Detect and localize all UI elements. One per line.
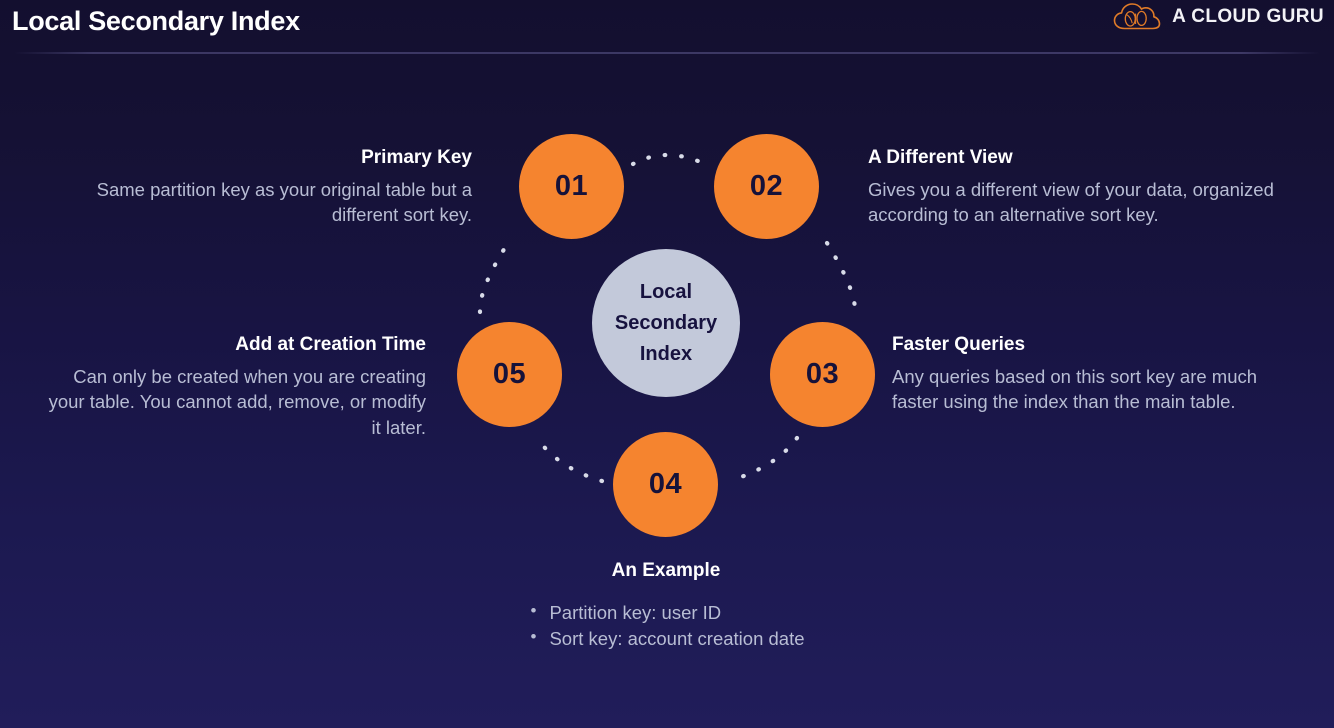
block-body-add-at-creation-time: Can only be created when you are creatin… [48,365,426,438]
text-block-01: Primary Key Same partition key as your o… [40,147,472,228]
cloud-outline-icon [1112,1,1162,33]
slide-header: Local Secondary Index A CLOUD GURU [0,0,1334,54]
list-item: Partition key: user ID [527,599,804,626]
brand-name: A CLOUD GURU [1172,6,1324,27]
connector-02-03 [824,240,858,315]
text-block-04: An Example Partition key: user ID Sort k… [440,560,892,652]
node-circle-01[interactable]: 01 [519,134,624,239]
block-body-faster-queries: Any queries based on this sort key are m… [892,365,1258,413]
example-bullet-list: Partition key: user ID Sort key: account… [527,599,804,653]
block-body-primary-key: Same partition key as your original tabl… [96,178,472,226]
text-block-02: A Different View Gives you a different v… [868,147,1298,228]
text-block-03: Faster Queries Any queries based on this… [892,334,1292,415]
node-circle-04[interactable]: 04 [613,432,718,537]
connector-04-05 [534,435,605,484]
connector-01-02 [630,153,708,167]
header-divider [14,52,1320,54]
hub-circle: Local Secondary Index [592,249,740,397]
text-block-05: Add at Creation Time Can only be created… [40,334,426,440]
connector-03-04 [726,435,800,484]
hub-label: Local Secondary Index [614,280,718,365]
block-title-primary-key: Primary Key [361,147,472,168]
page-title: Local Secondary Index [12,6,300,36]
block-title-add-at-creation-time: Add at Creation Time [235,334,426,355]
list-item: Sort key: account creation date [527,625,804,652]
brand-lockup: A CLOUD GURU [1112,1,1324,33]
node-circle-02[interactable]: 02 [714,134,819,239]
node-circle-03[interactable]: 03 [770,322,875,427]
block-body-different-view: Gives you a different view of your data,… [868,178,1274,226]
block-title-faster-queries: Faster Queries [892,334,1026,355]
node-circle-05[interactable]: 05 [457,322,562,427]
block-title-an-example: An Example [611,560,721,581]
block-title-different-view: A Different View [868,147,1013,168]
connector-05-01 [477,240,511,315]
